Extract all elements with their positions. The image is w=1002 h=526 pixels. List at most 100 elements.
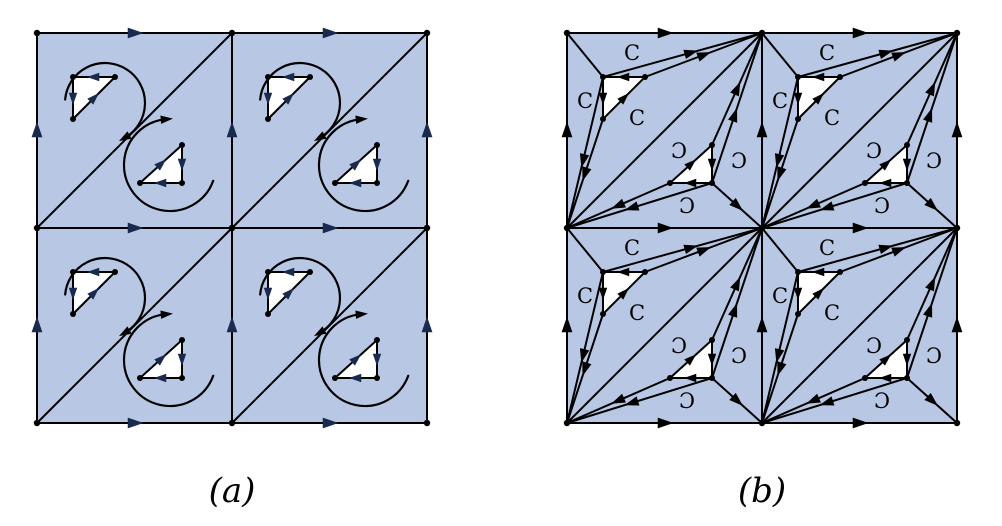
radial-edge-arrow — [924, 197, 938, 211]
loop-glyph: Ɔ — [731, 344, 747, 368]
hole-edge-arrow — [812, 267, 825, 277]
hole-edge-arrow — [684, 373, 697, 383]
hole-edge-arrow — [598, 92, 608, 105]
diagonal-edge — [566, 227, 763, 424]
hole-edge-arrow — [282, 93, 294, 105]
loop-glyph: Ɔ — [679, 194, 695, 218]
hole-vertex — [795, 269, 801, 275]
hole-vertex — [862, 180, 868, 186]
hole-vertex — [904, 337, 910, 343]
hole-vertex — [600, 311, 606, 317]
radial-edge-arrow — [730, 81, 741, 97]
hole-vertex — [709, 142, 715, 148]
loop-glyph: Ɔ — [671, 334, 687, 358]
horizontal-edge-arrow — [322, 222, 339, 234]
hole-vertex — [667, 180, 673, 186]
hole-vertex — [642, 269, 648, 275]
loop-glyph: Ɔ — [866, 334, 882, 358]
horizontal-edge-arrow — [127, 27, 144, 39]
radial-edge-arrow — [696, 52, 711, 62]
hole-edge-arrow — [707, 158, 717, 171]
loop-glyph: C — [819, 41, 835, 65]
hole-vertex — [374, 142, 380, 148]
loop-glyph: Ɔ — [671, 139, 687, 163]
radial-edge — [602, 32, 763, 78]
hole-vertex — [265, 116, 271, 122]
circulation-arc-upper — [259, 61, 342, 139]
loop-glyph: C — [772, 284, 788, 308]
radial-edge-arrow — [819, 396, 835, 406]
hole-edge-arrow — [684, 159, 697, 171]
hole-vertex — [904, 180, 910, 186]
hole-vertex — [795, 311, 801, 317]
hole-vertex — [332, 375, 338, 381]
loop-glyph: Ɔ — [926, 344, 942, 368]
lattice-vertex — [33, 29, 41, 37]
radial-edge-arrow — [923, 302, 933, 318]
radial-edge — [602, 227, 763, 273]
hole-edge-arrow — [87, 72, 100, 82]
hole-edge-arrow — [68, 287, 78, 300]
diagonal-edge — [761, 32, 958, 229]
hole-edge-arrow — [879, 373, 892, 383]
lattice-vertex — [758, 29, 766, 37]
horizontal-edge-arrow — [127, 417, 144, 429]
loop-glyph: C — [824, 106, 840, 130]
hole-vertex — [837, 74, 843, 80]
hole-vertex — [667, 375, 673, 381]
circulation-arc-upper-head — [118, 131, 132, 142]
radial-edge-arrow — [730, 276, 741, 292]
hole-vertex — [374, 180, 380, 186]
hole-edge-arrow — [154, 373, 167, 383]
hole-vertex — [307, 74, 313, 80]
loop-glyph: C — [624, 41, 640, 65]
hole-edge-arrow — [349, 373, 362, 383]
lattice-vertex — [953, 224, 961, 232]
radial-edge-arrow — [683, 49, 699, 60]
lattice-vertex — [953, 29, 961, 37]
hole-edge-arrow — [598, 287, 608, 300]
hole-edge-arrow — [617, 72, 630, 82]
lattice-vertex — [758, 419, 766, 427]
radial-edge-arrow — [683, 244, 699, 255]
hole-edge-arrow — [879, 354, 892, 366]
circulation-arc-upper — [64, 61, 147, 139]
horizontal-edge-arrow — [127, 222, 144, 234]
vertical-edge-arrow — [756, 316, 768, 333]
loop-glyph: Ɔ — [679, 389, 695, 413]
radial-edge-arrow — [925, 276, 936, 292]
hole-vertex — [642, 74, 648, 80]
radial-edge-arrow — [806, 393, 821, 404]
radial-edge-arrow — [891, 52, 906, 62]
loop-glyph: Ɔ — [874, 389, 890, 413]
hole-edge-arrow — [263, 92, 273, 105]
radial-edge-arrow — [579, 348, 590, 363]
radial-edge-arrow — [579, 153, 590, 168]
hole-edge-arrow — [177, 353, 187, 366]
hole-vertex — [70, 116, 76, 122]
loop-glyph: Ɔ — [731, 149, 747, 173]
circulation-arc-upper-head — [313, 326, 327, 337]
horizontal-edge-arrow — [322, 417, 339, 429]
radial-edge — [566, 32, 604, 78]
hole-vertex — [179, 375, 185, 381]
hole-vertex — [709, 375, 715, 381]
hole-vertex — [709, 337, 715, 343]
lattice-vertex — [563, 224, 571, 232]
radial-edge — [761, 271, 799, 424]
vertical-edge-arrow — [226, 121, 238, 138]
panel-b-caption: (b) — [738, 471, 786, 511]
panel-a-caption: (a) — [209, 471, 256, 511]
hole-vertex — [265, 311, 271, 317]
loop-glyph: C — [577, 89, 593, 113]
lattice-vertex — [563, 419, 571, 427]
hole-edge-arrow — [87, 267, 100, 277]
horizontal-edge-arrow — [657, 222, 674, 234]
horizontal-edge-arrow — [657, 27, 674, 39]
hole-edge-arrow — [87, 288, 99, 300]
lattice-vertex — [563, 29, 571, 37]
radial-edge-arrow — [774, 153, 785, 168]
radial-edge-arrow — [819, 201, 835, 211]
radial-edge-arrow — [624, 201, 640, 211]
